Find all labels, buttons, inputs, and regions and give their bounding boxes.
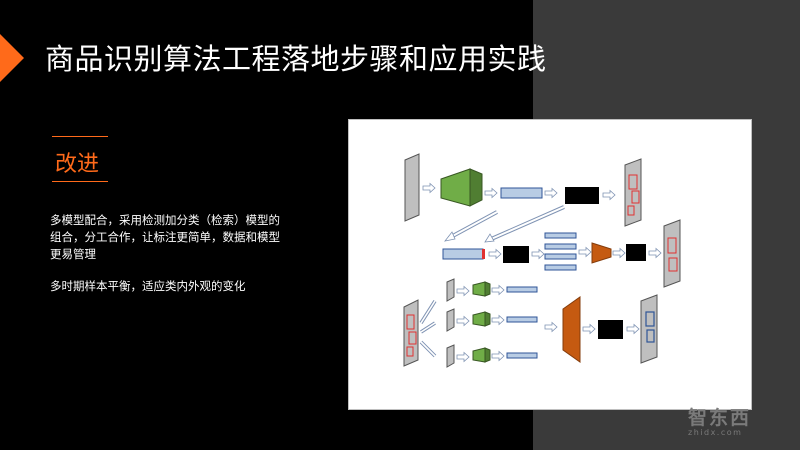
section-bottom-divider	[52, 181, 108, 182]
pipeline-diagram-svg	[403, 153, 681, 368]
arrow-icon	[602, 190, 616, 200]
crop-branch-1	[446, 278, 538, 302]
row1-pipeline	[404, 153, 642, 227]
arrow-icon	[456, 352, 470, 362]
arrow-icon	[491, 285, 505, 295]
feature-map-black	[598, 320, 623, 339]
fan-out-arrows	[419, 300, 437, 358]
arrow-icon	[626, 324, 640, 334]
section-title: 改进	[55, 152, 100, 177]
paragraph-multi-period: 多时期样本平衡，适应类内外观的变化	[50, 279, 246, 293]
watermark: 智东西 zhidx.com	[688, 403, 751, 437]
feature-map-black	[626, 244, 646, 261]
arrow-icon	[612, 248, 626, 258]
arrow-icon	[488, 249, 502, 259]
row2-pipeline	[442, 219, 681, 288]
row3-pipeline	[403, 278, 658, 368]
arrow-icon	[484, 188, 498, 198]
arrow-icon	[648, 248, 662, 258]
arrow-icon	[456, 316, 470, 326]
detector-network-icon	[440, 168, 483, 207]
paragraph-multi-model: 多模型配合，采用检测加分类（检索）模型的组合，分工合作，让标注更简单，数据和模型…	[50, 213, 280, 261]
input-image-icon	[404, 153, 420, 222]
crop-branch-3	[446, 344, 538, 368]
arrow-icon	[582, 324, 596, 334]
output-recognized-image-icon	[640, 294, 658, 364]
arrow-icon	[578, 247, 592, 257]
classifier-network-icon	[562, 296, 581, 363]
arrow-icon	[456, 286, 470, 296]
pipeline-diagram	[348, 119, 752, 410]
feature-stack	[544, 232, 577, 271]
arrow-icon	[531, 249, 545, 259]
slide-title: 商品识别算法工程落地步骤和应用实践	[45, 42, 547, 76]
feature-block	[442, 248, 484, 260]
output-detection-image-icon	[624, 158, 642, 227]
arrow-icon	[544, 188, 558, 198]
classifier-network-icon	[591, 242, 612, 264]
feature-map-black	[565, 187, 599, 204]
arrow-icon	[544, 322, 558, 332]
feature-map-black	[503, 246, 529, 263]
crossing-arrows	[444, 205, 565, 243]
orange-triangle-accent-icon	[0, 34, 24, 82]
section-top-divider	[52, 136, 108, 137]
feature-block	[500, 187, 543, 199]
watermark-url: zhidx.com	[688, 428, 743, 437]
arrow-icon	[491, 315, 505, 325]
output-classification-image-icon	[663, 219, 681, 288]
crop-branch-2	[446, 308, 538, 332]
watermark-logo-text: 智东西	[688, 407, 752, 429]
input-image-with-crops-icon	[403, 299, 419, 367]
arrow-icon	[422, 183, 436, 193]
arrow-icon	[491, 351, 505, 361]
